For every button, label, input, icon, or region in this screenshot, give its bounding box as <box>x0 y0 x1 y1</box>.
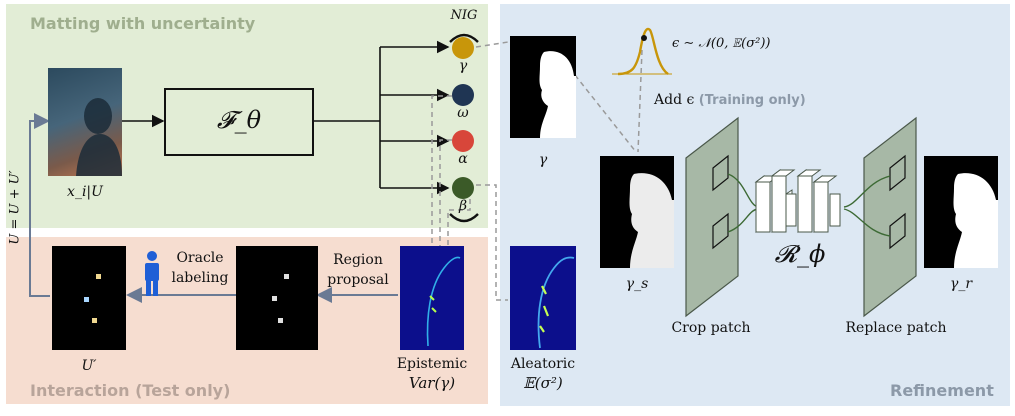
gamma-r-silhouette <box>953 173 998 268</box>
refinement-network <box>754 169 841 233</box>
nig-top-bracket <box>449 33 479 43</box>
gamma-r-image <box>924 156 998 268</box>
beta-to-epistemic-dash <box>447 190 471 246</box>
beta-node-label: β <box>458 198 468 214</box>
gaussian-curve <box>617 27 669 76</box>
aleatoric-map <box>510 246 576 350</box>
crop-patch-window-bottom <box>712 212 729 250</box>
crop-patch-label: Crop patch <box>671 320 751 336</box>
noise-formula: ϵ ∼ 𝒩(0, 𝔼(σ²)) <box>672 36 771 51</box>
click-mark <box>84 297 89 302</box>
aleatoric-edge-highlights <box>537 256 575 349</box>
feedback-arrow <box>29 113 50 297</box>
beta-to-aleatoric-dash <box>476 184 508 301</box>
aleatoric-label: Aleatoric <box>510 356 576 372</box>
feedback-update-label: U = U + U′ <box>7 170 23 245</box>
interaction-title: Interaction (Test only) <box>30 381 230 400</box>
omega-to-epistemic-dash <box>431 95 452 246</box>
omega-node-label: ω <box>457 105 469 121</box>
beta-node <box>452 177 474 199</box>
region-label-1: Region <box>333 252 383 268</box>
portrait-silhouette <box>76 98 122 176</box>
nig-label: NIG <box>450 8 478 23</box>
oracle-label-2: labeling <box>171 270 229 286</box>
proposal-mark <box>284 274 289 279</box>
net-to-replace-curve-top <box>843 175 891 208</box>
proposal-mark <box>278 318 283 323</box>
region-label-2: proposal <box>327 272 389 288</box>
refine-network-label: 𝓡_ϕ <box>774 240 826 268</box>
gamma-s-label: γ_s <box>625 276 649 292</box>
gamma-silhouette <box>539 51 576 138</box>
u-prime-label: U′ <box>81 358 97 374</box>
alpha-node <box>452 130 474 152</box>
gamma-to-gammas-dash <box>574 74 637 153</box>
gamma-to-refine-dash <box>475 41 509 48</box>
interaction-title-main: Interaction <box>30 381 130 400</box>
add-eps-training: (Training only) <box>698 93 806 108</box>
gamma-image <box>510 36 576 138</box>
replace-patch-plane <box>863 116 917 318</box>
crop-patch-window-top <box>712 154 729 192</box>
alpha-to-epistemic-dash <box>439 139 452 246</box>
nig-bottom-bracket <box>449 213 479 223</box>
replace-patch-label: Replace patch <box>845 320 947 336</box>
crop-patch-plane <box>685 116 739 318</box>
oracle-label-1: Oracle <box>176 250 224 266</box>
interaction-title-sub: (Test only) <box>135 381 231 400</box>
user-clicks-image <box>52 246 126 350</box>
net-to-replace-curve-bottom <box>843 208 891 237</box>
gamma-r-label: γ_r <box>949 276 973 292</box>
refinement-title: Refinement <box>890 381 994 400</box>
gamma-image-label: γ <box>538 152 548 168</box>
gamma-node-label: γ <box>458 58 468 74</box>
replace-patch-window-top <box>889 154 906 192</box>
gaussian-sample-dot <box>641 35 647 41</box>
omega-node <box>452 84 474 106</box>
region-proposal-image <box>236 246 318 350</box>
add-eps-prefix: Add ϵ <box>654 92 695 108</box>
epistemic-label: Epistemic <box>396 356 468 372</box>
aleatoric-formula: 𝔼(σ²) <box>523 374 563 392</box>
network-f-box <box>164 88 314 156</box>
alpha-node-label: α <box>458 151 468 167</box>
click-mark <box>92 318 97 323</box>
oracle-person-icon <box>145 251 159 296</box>
add-eps-label: Add ϵ (Training only) <box>654 92 824 108</box>
matting-title: Matting with uncertainty <box>30 14 256 33</box>
noise-to-gammas-dash <box>637 49 643 153</box>
gamma-node <box>452 37 474 59</box>
proposal-mark <box>272 296 277 301</box>
click-mark <box>96 274 101 279</box>
epistemic-edge-highlights <box>426 256 461 347</box>
network-f-label: 𝓕_θ <box>216 106 262 134</box>
gamma-s-silhouette <box>629 173 674 268</box>
gamma-s-image <box>600 156 674 268</box>
input-label: x_i|U <box>67 184 103 200</box>
epistemic-formula: Var(γ) <box>408 374 456 392</box>
replace-patch-window-bottom <box>889 212 906 250</box>
input-photo <box>48 68 122 176</box>
epistemic-map <box>400 246 464 350</box>
